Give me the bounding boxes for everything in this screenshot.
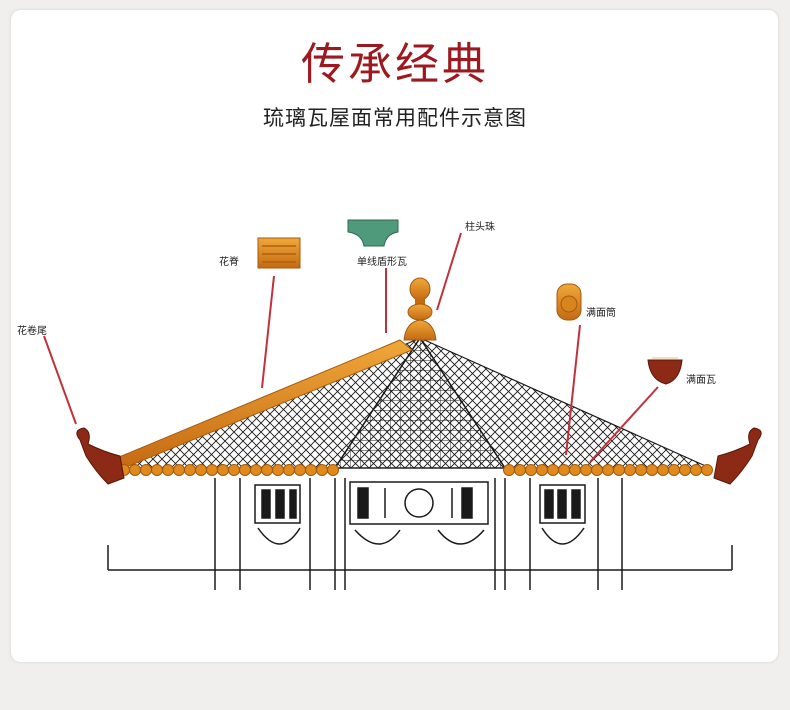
huaji-sample <box>257 237 301 269</box>
shield-tile-sample <box>347 219 399 247</box>
eave-tile <box>195 464 207 476</box>
eave-tile <box>294 464 306 476</box>
eave-tile <box>635 464 647 476</box>
eave-tiles <box>118 464 713 476</box>
eave-tile <box>173 464 185 476</box>
finial-ornament <box>403 277 437 341</box>
eave-tile <box>569 464 581 476</box>
eave-tile <box>624 464 636 476</box>
label-zhutouzhu: 柱头珠 <box>465 222 495 233</box>
label-huajuanwei: 花卷尾 <box>17 326 47 337</box>
eave-tile <box>305 464 317 476</box>
roof-end-ornament-right <box>713 427 762 485</box>
roof-end-ornament-left <box>76 427 125 485</box>
eave-tile <box>547 464 559 476</box>
eave-tile <box>558 464 570 476</box>
building-structure <box>107 478 733 590</box>
eave-tile <box>514 464 526 476</box>
eave-tile <box>162 464 174 476</box>
eave-tile <box>690 464 702 476</box>
label-manmianwa: 满面瓦 <box>686 375 716 386</box>
leader-lines <box>43 232 659 463</box>
eave-tile <box>228 464 240 476</box>
eave-tile <box>646 464 658 476</box>
eave-tile <box>283 464 295 476</box>
eave-tile <box>525 464 537 476</box>
eave-tile <box>261 464 273 476</box>
eave-tile <box>701 464 713 476</box>
eave-tile <box>239 464 251 476</box>
eave-tile <box>602 464 614 476</box>
label-danxian-dunxingwa: 单线盾形瓦 <box>357 257 407 268</box>
eave-tile <box>206 464 218 476</box>
eave-tile <box>613 464 625 476</box>
eave-tile <box>536 464 548 476</box>
eave-tile <box>184 464 196 476</box>
eave-tile <box>140 464 152 476</box>
page-title: 传承经典 <box>301 39 489 90</box>
eave-tile <box>129 464 141 476</box>
eave-tile <box>217 464 229 476</box>
eave-tile <box>679 464 691 476</box>
eave-tile <box>327 464 339 476</box>
eave-tile <box>250 464 262 476</box>
eave-tile <box>657 464 669 476</box>
eave-tile <box>316 464 328 476</box>
label-manmiantong: 满面筒 <box>586 308 616 319</box>
eave-tile <box>580 464 592 476</box>
eave-tile <box>151 464 163 476</box>
eave-tile <box>591 464 603 476</box>
eave-tile <box>272 464 284 476</box>
content-card <box>11 10 778 662</box>
full-face-tile-sample <box>647 357 683 385</box>
full-tube-tile-sample <box>556 283 582 321</box>
eave-tile <box>503 464 515 476</box>
eave-tile <box>668 464 680 476</box>
roof-surface <box>121 336 711 469</box>
label-huaji: 花脊 <box>219 257 239 268</box>
diagram-subtitle: 琉璃瓦屋面常用配件示意图 <box>263 106 527 130</box>
